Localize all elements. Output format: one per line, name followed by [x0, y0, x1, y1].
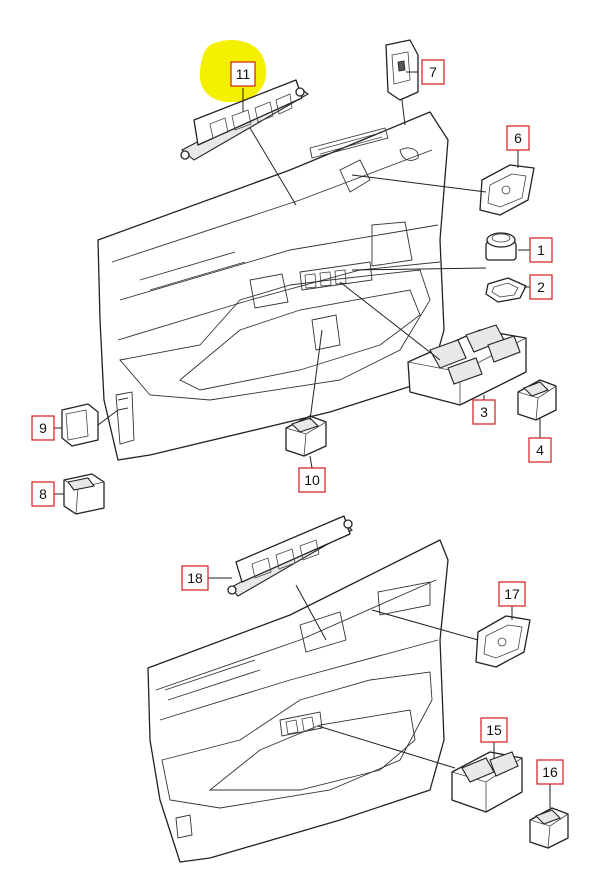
part-2-mirror-switch-base [485, 277, 527, 303]
part-10-single-window-switch [285, 415, 327, 457]
part-3-window-switch-module [407, 324, 527, 406]
callout-4: 4 [528, 437, 552, 463]
callout-3-label: 3 [480, 404, 488, 420]
callout-6-label: 6 [514, 130, 522, 146]
callout-17-label: 17 [504, 586, 520, 602]
callout-8-label: 8 [39, 486, 47, 502]
part-4-single-window-switch [517, 379, 557, 421]
callout-18: 18 [181, 565, 209, 591]
part-11-window-regulator-switch-strip [180, 79, 309, 161]
callout-17: 17 [498, 581, 526, 607]
callout-1: 1 [529, 237, 553, 263]
rear-door-trim-panel [147, 539, 449, 863]
part-17-rear-seat-switch [475, 615, 531, 668]
part-9-trunk-release-switch [61, 403, 99, 447]
callout-7: 7 [421, 59, 445, 85]
callout-9-label: 9 [39, 420, 47, 436]
callout-11-label: 11 [236, 66, 251, 82]
callout-10-label: 10 [304, 472, 320, 488]
callout-15-label: 15 [486, 722, 502, 738]
callout-11: 11 [230, 61, 256, 87]
leader-lines [54, 71, 551, 808]
callout-4-label: 4 [536, 442, 544, 458]
callout-18-label: 18 [187, 570, 203, 586]
part-16-rear-single-switch [529, 807, 569, 849]
callout-1-label: 1 [537, 242, 545, 258]
callout-16-label: 16 [542, 764, 558, 780]
part-7-lock-switch [385, 39, 419, 101]
callout-2-label: 2 [537, 279, 545, 295]
callout-16: 16 [536, 759, 564, 785]
callout-9: 9 [31, 415, 55, 441]
callout-10: 10 [298, 467, 326, 493]
callout-15: 15 [480, 717, 508, 743]
part-1-mirror-adjust-knob [485, 232, 517, 261]
callout-6: 6 [506, 125, 530, 151]
part-8-fuel-release-switch [63, 473, 105, 515]
front-door-trim-panel [97, 111, 449, 461]
part-6-seat-memory-switch [479, 164, 535, 216]
callout-8: 8 [31, 481, 55, 507]
part-15-rear-window-switch-module [451, 751, 523, 813]
callout-2: 2 [529, 274, 553, 300]
callout-3: 3 [472, 399, 496, 425]
part-18-rear-window-switch-strip [227, 515, 353, 597]
callout-7-label: 7 [429, 64, 437, 80]
